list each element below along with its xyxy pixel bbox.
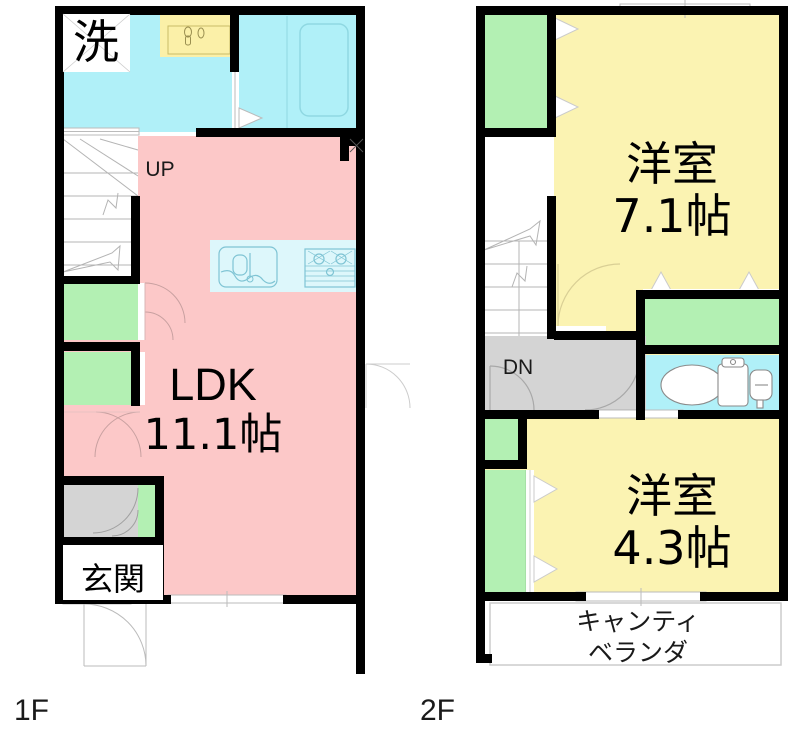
wall-landing-bottom-right <box>678 410 781 419</box>
label-stairs-up: UP <box>145 158 174 181</box>
pipe-shaft-mark <box>349 138 364 153</box>
wall-between-closets <box>63 342 140 351</box>
wall-wash-ldk-horizontal <box>196 128 358 137</box>
wall-toilet-top <box>636 345 781 354</box>
wall-wash-bath-vertical <box>230 6 239 72</box>
wall-1f-left <box>55 6 64 604</box>
veranda-outline <box>489 602 782 666</box>
wash-label-plate <box>62 13 131 73</box>
floor-caption-2f: 2F <box>420 694 456 727</box>
wall-1f-top <box>55 6 365 15</box>
wall-closet-top-left-bottom <box>484 128 556 137</box>
wall-stairs-bottom <box>63 276 140 284</box>
wall-2f-left <box>476 6 485 662</box>
wall-landing-bedroom-upper <box>554 331 644 340</box>
wall-2f-veranda-top-right <box>700 592 788 601</box>
floorplan-1f: 洗 UP LDK 11.1帖 玄関 <box>55 6 411 674</box>
wall-1f-right-lower <box>356 274 365 674</box>
wall-2f-top <box>476 6 788 15</box>
kitchen-sink-icon <box>218 246 278 288</box>
label-veranda-line2: ベランダ <box>588 638 688 667</box>
label-bedroom-lower: 洋室 <box>626 469 718 523</box>
door-closet-low-left <box>526 470 559 598</box>
wall-toilet-left <box>636 290 645 420</box>
landing-fill <box>484 336 646 418</box>
label-ldk-main: LDK <box>169 359 257 410</box>
door-closet-upper <box>138 282 186 341</box>
closet-low-left-b-fill <box>484 470 532 598</box>
door-bath <box>232 70 264 132</box>
toilet-icon <box>660 357 773 409</box>
stairs-2f-treads <box>483 219 554 336</box>
wall-closet-lower-right <box>131 346 140 406</box>
door-bedroom-upper <box>554 263 621 334</box>
label-bedroom-upper: 洋室 <box>626 137 718 191</box>
wall-closet-mid-right-top <box>636 290 781 299</box>
label-entrance: 玄関 <box>81 560 145 598</box>
door-closet-lower <box>138 352 145 405</box>
label-stairs-down: DN <box>503 356 533 379</box>
door-entrance-inner <box>63 411 142 458</box>
gas-stove-icon <box>304 248 356 288</box>
label-ldk-area: 11.1帖 <box>144 410 283 460</box>
wall-pipe-side <box>340 137 349 161</box>
wall-entrance-hall-bottom <box>63 537 163 546</box>
door-wash-to-ldk <box>62 127 140 136</box>
bathtub-icon <box>299 23 349 117</box>
wall-2f-veranda-bottom <box>476 654 492 663</box>
stairs-1f-fill <box>63 136 138 279</box>
wall-2f-right <box>779 6 788 600</box>
wall-entrance-top <box>63 476 163 485</box>
label-wash-room: 洗 <box>73 15 119 69</box>
label-bedroom-upper-area: 7.1帖 <box>612 189 731 243</box>
closet-lower-fill <box>63 352 138 405</box>
closet-upper-fill <box>63 283 138 340</box>
veranda-fill <box>484 600 779 662</box>
door-landing-left <box>489 365 535 411</box>
vanity-fill <box>160 14 238 57</box>
wall-closet-low-left-right <box>518 414 527 466</box>
wall-closet-top-left-right <box>547 6 556 137</box>
wall-landing-bottom-left <box>484 410 599 419</box>
label-veranda-line1: キャンティ <box>576 607 700 636</box>
wall-1f-bottom-right <box>283 595 365 604</box>
stairs-1f-treads <box>62 138 139 273</box>
wall-2f-veranda-top-left <box>476 592 586 601</box>
floorplan-2f: 洋室 7.1帖 DN 洋室 4.3帖 キャンティ ベランダ <box>450 0 800 700</box>
wall-stairs-right <box>131 196 140 284</box>
door-entrance-hall <box>92 487 139 537</box>
entrance-hall-fill <box>63 483 138 541</box>
floor-caption-1f: 1F <box>14 694 50 727</box>
entrance-label-plate <box>63 545 163 600</box>
front-door <box>62 596 147 667</box>
wall-closet-low-left-bottom <box>484 460 527 469</box>
label-bedroom-lower-area: 4.3帖 <box>612 521 731 575</box>
closet-top-left-fill <box>484 14 554 132</box>
wall-stairs-2f-right <box>547 196 556 339</box>
closet-mid-right-fill <box>643 295 779 347</box>
